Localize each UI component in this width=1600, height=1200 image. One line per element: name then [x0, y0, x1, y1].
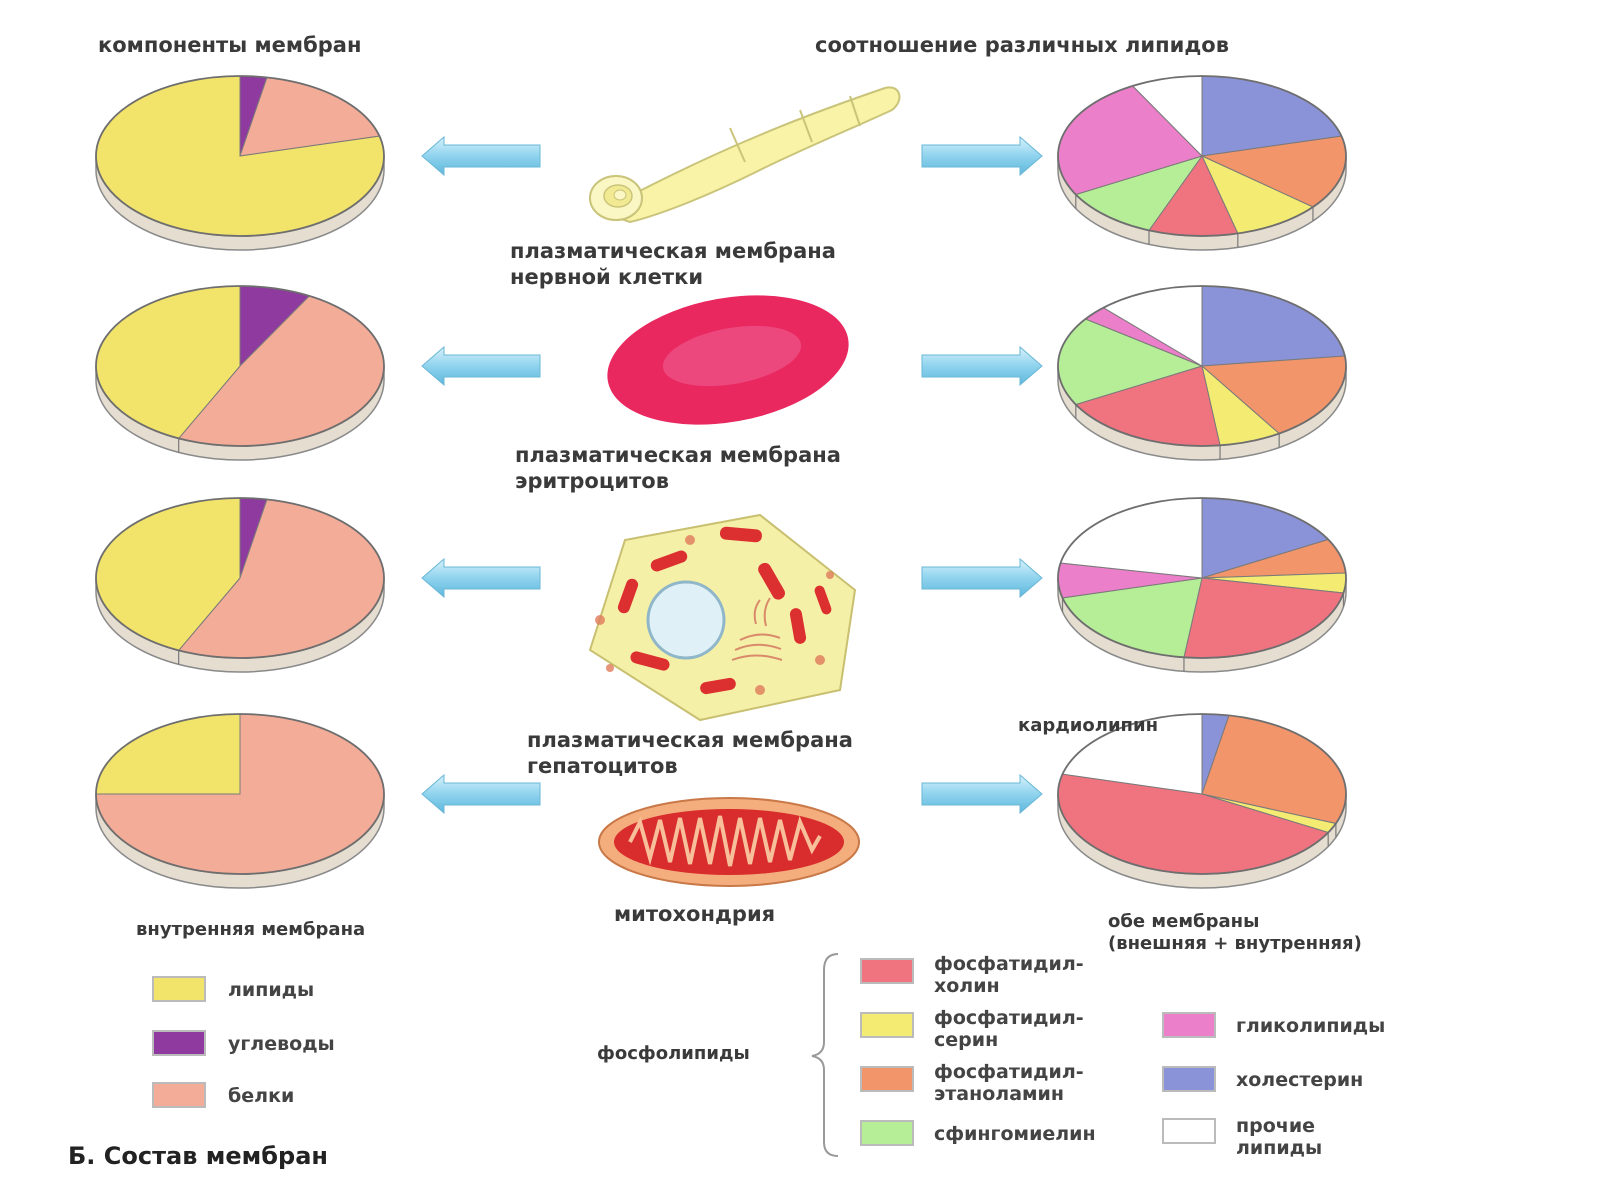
pie-outline: [1057, 713, 1347, 875]
legend-swatch-gl: [1162, 1012, 1216, 1038]
legend-label-lipids: липиды: [228, 979, 315, 1001]
arrow-right-0: [921, 135, 1043, 177]
pie-outline: [95, 713, 385, 875]
pie-chart-6: [1057, 497, 1347, 673]
legend-label-pe-2: этаноламин: [934, 1083, 1064, 1105]
legend-label-pc-1: фосфатидил-: [934, 953, 1084, 975]
pie-outline: [95, 285, 385, 447]
arrow-left-2: [421, 557, 541, 599]
legend-label-ps-2: серин: [934, 1029, 999, 1051]
heading-lipid-ratio: соотношение различных липидов: [815, 33, 1230, 57]
legend-swatch-pc: [860, 958, 914, 984]
erythrocyte-illustration: [607, 295, 849, 425]
pie-outline: [1057, 285, 1347, 447]
pie-outline: [1057, 497, 1347, 659]
arrow-right-1: [921, 345, 1043, 387]
legend-swatch-sm: [860, 1120, 914, 1146]
arrow-right-2: [921, 557, 1043, 599]
hepatocyte-illustration: [588, 513, 857, 722]
pie-slice-pc: [1183, 577, 1345, 659]
hepatocyte-label-1: плазматическая мембрана: [527, 728, 853, 752]
legend-label-ot-1: прочие: [1236, 1115, 1316, 1137]
nerve-cell-label-2: нервной клетки: [510, 265, 704, 289]
legend-label-sm: сфингомиелин: [934, 1123, 1096, 1145]
pie-chart-2: [95, 497, 385, 673]
nerve-cell-label-1: плазматическая мембрана: [510, 239, 836, 263]
heading-components: компоненты мембран: [98, 33, 362, 57]
pie-outline: [95, 75, 385, 237]
both-membranes-label-2: (внешняя + внутренняя): [1108, 933, 1362, 954]
erythrocyte-label-1: плазматическая мембрана: [515, 443, 841, 467]
legend-swatch-proteins: [152, 1082, 206, 1108]
legend-swatch-pe: [860, 1066, 914, 1092]
legend-label-ch: холестерин: [1236, 1069, 1364, 1091]
nerve-cell-illustration: [589, 86, 901, 224]
pie-slice-ch: [1201, 285, 1346, 367]
phospholipids-bracket: [811, 953, 839, 1157]
legend-label-carbs: углеводы: [228, 1033, 335, 1055]
legend-label-proteins: белки: [228, 1085, 295, 1107]
pie-chart-5: [1057, 285, 1347, 461]
legend-swatch-lipids: [152, 976, 206, 1002]
pie-chart-7: [1057, 713, 1347, 889]
pie-outline: [95, 497, 385, 659]
both-membranes-label-1: обе мембраны: [1108, 911, 1260, 932]
pie-slice-lipids: [95, 713, 241, 795]
figure-title: Б. Состав мембран: [68, 1142, 328, 1170]
mitochondrion-label: митохондрия: [614, 902, 776, 926]
inner-membrane-label: внутренняя мембрана: [136, 919, 366, 940]
arrow-left-3: [421, 773, 541, 815]
mitochondrion-illustration: [598, 797, 860, 887]
pie-chart-3: [95, 713, 385, 889]
pie-chart-0: [95, 75, 385, 251]
phospholipids-label: фосфолипиды: [597, 1043, 750, 1064]
legend-label-ps-1: фосфатидил-: [934, 1007, 1084, 1029]
legend-label-pe-1: фосфатидил-: [934, 1061, 1084, 1083]
arrow-right-3: [921, 773, 1043, 815]
pie-chart-4: [1057, 75, 1347, 251]
legend-label-gl: гликолипиды: [1236, 1015, 1386, 1037]
arrow-left-1: [421, 345, 541, 387]
legend-swatch-ot: [1162, 1118, 1216, 1144]
legend-swatch-carbs: [152, 1030, 206, 1056]
pie-chart-1: [95, 285, 385, 461]
hepatocyte-label-2: гепатоцитов: [527, 754, 678, 778]
cardiolipin-label: кардиолипин: [1018, 715, 1159, 736]
legend-swatch-ch: [1162, 1066, 1216, 1092]
legend-swatch-ps: [860, 1012, 914, 1038]
legend-label-pc-2: холин: [934, 975, 1000, 997]
arrow-left-0: [421, 135, 541, 177]
pie-outline: [1057, 75, 1347, 237]
erythrocyte-label-2: эритроцитов: [515, 469, 669, 493]
legend-label-ot-2: липиды: [1236, 1137, 1323, 1159]
